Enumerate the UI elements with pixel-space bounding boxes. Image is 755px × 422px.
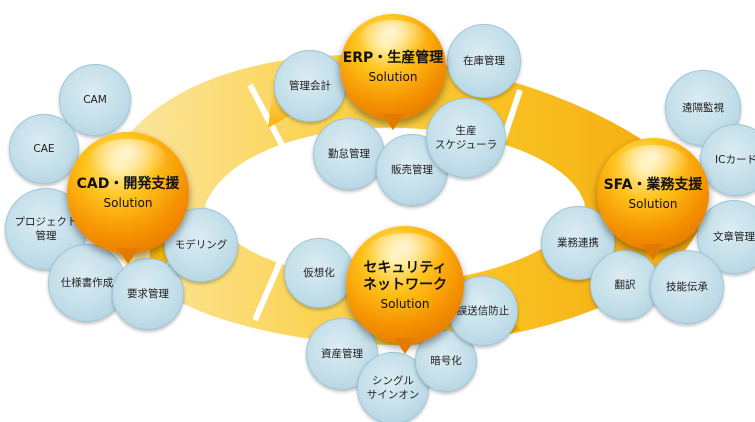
- hub-cad: CAD・開発支援 Solution: [67, 132, 189, 264]
- hub-erp: ERP・生産管理 Solution: [340, 14, 446, 130]
- hub-cad-title: CAD・開発支援: [76, 176, 180, 193]
- erp-item-inventory: 在庫管理: [447, 24, 521, 98]
- hub-sfa-subtitle: Solution: [628, 196, 678, 211]
- hub-erp-pointer: [382, 114, 404, 130]
- hub-sfa-pointer: [642, 244, 664, 260]
- hub-erp-title: ERP・生産管理: [342, 50, 444, 67]
- erp-item-attendance: 勤怠管理: [313, 118, 385, 190]
- cad-item-spec-writing: 仕様書作成: [48, 244, 126, 322]
- cad-item-project-management: プロジェクト 管理: [5, 188, 87, 270]
- sfa-item-remote-monitoring: 遠隔監視: [665, 70, 741, 146]
- sfa-item-translation: 翻訳: [590, 250, 660, 320]
- hub-security-subtitle: Solution: [380, 296, 430, 311]
- cad-item-cam: CAM: [59, 64, 131, 136]
- hub-security: セキュリティ ネットワーク Solution: [346, 226, 464, 354]
- cad-item-modeling: モデリング: [164, 208, 238, 282]
- sfa-item-ic-card: ICカード: [700, 124, 755, 196]
- hub-sfa-title: SFA・業務支援: [603, 177, 703, 194]
- hub-sfa: SFA・業務支援 Solution: [597, 138, 709, 260]
- erp-item-production-scheduler: 生産 スケジューラ: [426, 98, 506, 178]
- hub-security-pointer: [394, 338, 416, 354]
- erp-item-management-accounting: 管理会計: [274, 50, 346, 122]
- security-item-virtualization: 仮想化: [284, 238, 354, 308]
- hub-security-title: セキュリティ ネットワーク: [363, 259, 447, 294]
- cad-item-requirements: 要求管理: [112, 258, 184, 330]
- hub-cad-pointer: [117, 248, 139, 264]
- hub-cad-subtitle: Solution: [103, 195, 153, 210]
- cad-item-cae: CAE: [9, 114, 79, 184]
- sfa-item-skill-transfer: 技能伝承: [650, 250, 724, 324]
- hub-erp-subtitle: Solution: [368, 69, 418, 84]
